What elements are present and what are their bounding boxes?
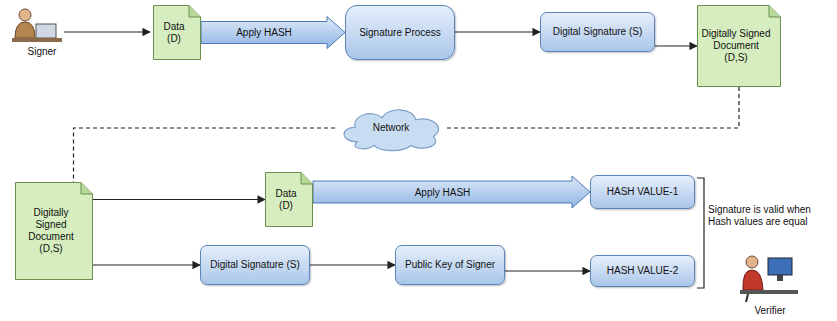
key-box: Public Key of Signer	[395, 245, 505, 285]
node-text: Network	[373, 122, 410, 134]
edge-label: Apply HASH	[236, 27, 292, 38]
verifier-icon	[740, 256, 798, 302]
signer-icon	[12, 9, 62, 42]
bracket	[697, 178, 704, 288]
node-text: Data (D)	[269, 188, 303, 212]
actor-label: Verifier	[740, 305, 800, 317]
network-link	[447, 87, 739, 128]
process-box: Signature Process	[345, 5, 455, 60]
connector	[455, 31, 540, 32]
cloud-shape	[344, 110, 438, 151]
document-shape	[266, 173, 313, 227]
connector	[93, 199, 265, 200]
connector	[310, 264, 395, 265]
node-text: Signature Process	[359, 27, 441, 39]
connector	[93, 264, 200, 265]
hash-box: HASH VALUE-1	[590, 175, 695, 209]
signature-box: Digital Signature (S)	[200, 245, 310, 285]
connector	[655, 45, 697, 46]
block-arrow	[201, 17, 345, 49]
node-text: Data (D)	[157, 21, 191, 45]
document-fold	[81, 183, 93, 195]
block-arrow	[313, 176, 590, 208]
document: Data (D)	[153, 5, 201, 60]
node-text: HASH VALUE-2	[607, 265, 679, 277]
document-fold	[769, 6, 781, 18]
node-text: HASH VALUE-1	[607, 186, 679, 198]
node-text: Digitally Signed Document (D,S)	[19, 207, 83, 255]
signature-box: Digital Signature (S)	[540, 12, 655, 52]
hash-box: HASH VALUE-2	[590, 255, 695, 287]
node-text: Digital Signature (S)	[553, 26, 642, 38]
node-text: Digital Signature (S)	[210, 259, 299, 271]
note: Signature is valid when Hash values are …	[708, 204, 828, 228]
connector	[505, 270, 590, 271]
document-fold	[189, 6, 201, 18]
document-shape	[698, 6, 781, 87]
document: Digitally Signed Document (D,S)	[15, 182, 93, 280]
document: Digitally Signed Document (D,S)	[697, 5, 781, 87]
node-text: Public Key of Signer	[405, 259, 495, 271]
document-shape	[16, 183, 93, 280]
actor-label: Signer	[12, 46, 72, 58]
edge-label: Apply HASH	[415, 187, 471, 198]
node-text: Digitally Signed Document (D,S)	[701, 28, 771, 64]
signer-arrow	[64, 31, 150, 32]
network-cloud: Network	[335, 105, 447, 151]
document: Data (D)	[265, 172, 313, 227]
document-fold	[301, 173, 313, 185]
document-shape	[154, 6, 201, 60]
